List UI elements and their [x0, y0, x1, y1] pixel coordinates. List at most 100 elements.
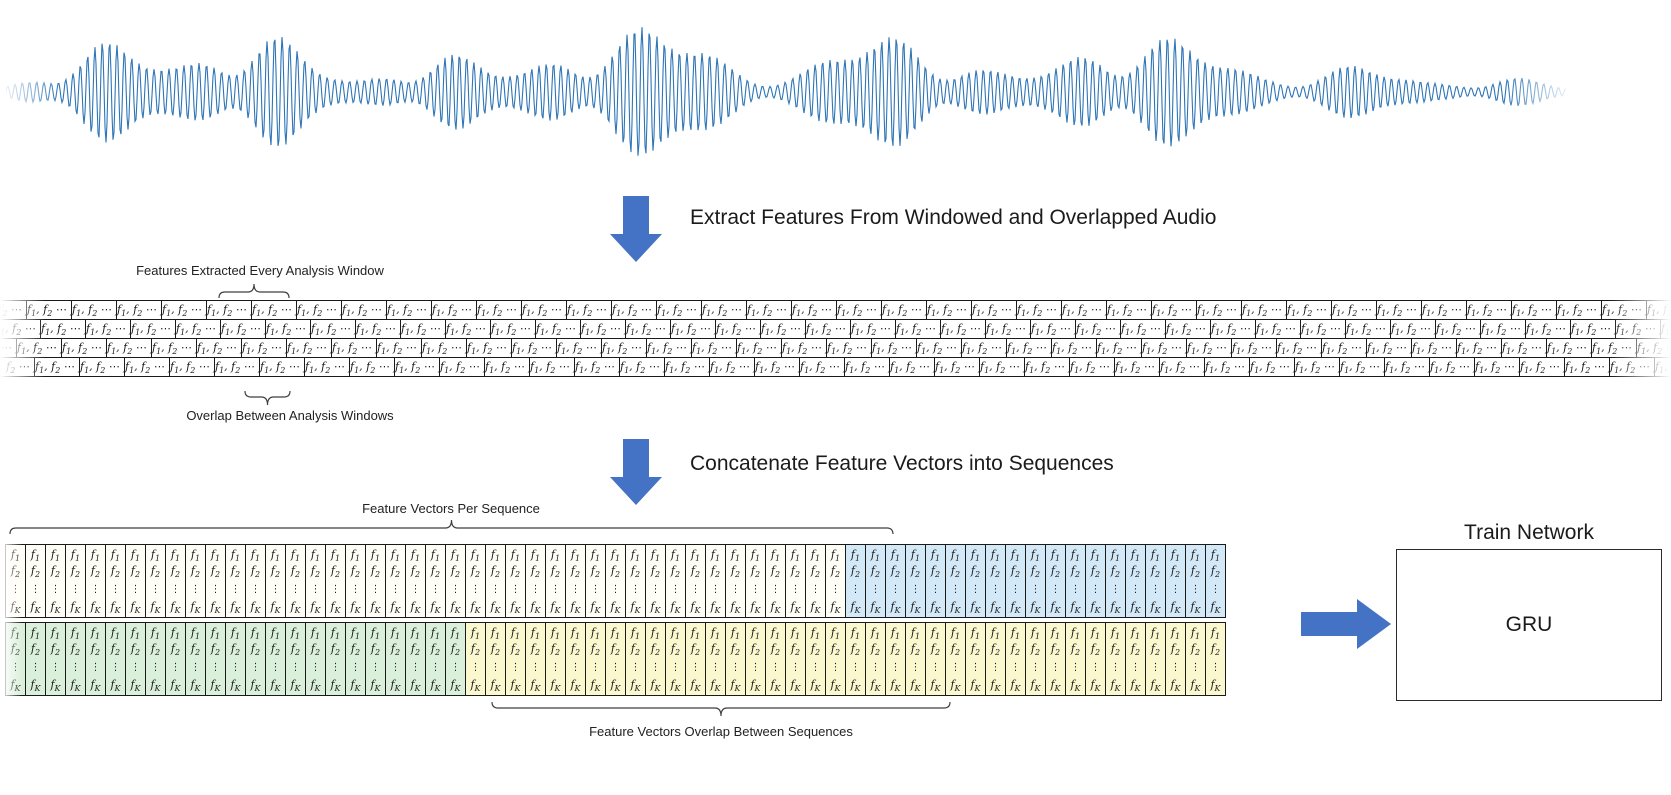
overlap-windows-label: Overlap Between Analysis Windows — [186, 408, 394, 423]
sequence-cell-line: fK — [30, 600, 41, 615]
feature-cell: f1, f2 ⋯ fK — [871, 338, 917, 358]
sequence-cell-line: ⋮ — [110, 661, 121, 673]
sequence-cell-line: f1 — [1030, 548, 1041, 563]
feature-cell: f1, f2 ⋯ fK — [1525, 319, 1571, 339]
sequence-cell-line: f1 — [50, 626, 61, 641]
sequence-cell-line: f1 — [170, 548, 181, 563]
sequence-cell-line: fK — [670, 678, 681, 693]
sequence-cell-line: ⋮ — [690, 661, 701, 673]
sequence-cell-line: fK — [1030, 678, 1041, 693]
sequence-cell-line: ⋮ — [850, 583, 861, 595]
sequence-cell-line: f2 — [870, 564, 881, 579]
sequence-cell-line: f1 — [290, 548, 301, 563]
sequence-cell-line: fK — [410, 600, 421, 615]
analysis-window-brace — [218, 283, 290, 299]
feature-cell: f1, f2 ⋯ fK — [574, 357, 620, 377]
sequence-cell-line: f1 — [1030, 626, 1041, 641]
sequence-cell-line: ⋮ — [310, 661, 321, 673]
sequence-cell-line: f1 — [150, 548, 161, 563]
sequence-cell-line: fK — [110, 600, 121, 615]
feature-cell: f1, f2 ⋯ fK — [529, 357, 575, 377]
sequence-cell-line: ⋮ — [1030, 583, 1041, 595]
feature-cell: f1, f2 ⋯ fK — [1636, 338, 1671, 358]
sequence-cell-line: ⋮ — [550, 583, 561, 595]
sequence-cell-line: fK — [550, 600, 561, 615]
sequence-cell-line: fK — [310, 600, 321, 615]
feature-cell: f1, f2 ⋯ fK — [476, 300, 522, 320]
feature-cell: f1, f2 ⋯ fK — [1601, 300, 1647, 320]
sequence-cell-line: ⋮ — [750, 661, 761, 673]
feature-cell: f1, f2 ⋯ fK — [1345, 319, 1391, 339]
feature-cell: f1, f2 ⋯ fK — [26, 300, 72, 320]
waveform-path — [6, 27, 1566, 156]
sequence-cell-line: f1 — [1070, 548, 1081, 563]
sequence-cell-line: f1 — [610, 548, 621, 563]
feature-cell: f1, f2 ⋯ fK — [754, 357, 800, 377]
feature-cell: f1, f2 ⋯ fK — [625, 319, 671, 339]
sequence-cell-line: ⋮ — [470, 583, 481, 595]
sequence-cell-line: f1 — [650, 548, 661, 563]
sequence-cell-line: fK — [830, 678, 841, 693]
feature-cell: f1, f2 ⋯ fK — [1196, 300, 1242, 320]
sequence-cell-line: fK — [570, 678, 581, 693]
feature-cell: f1, f2 ⋯ fK — [355, 319, 401, 339]
vectors-overlap-label: Feature Vectors Overlap Between Sequence… — [589, 724, 853, 739]
sequence-cell-line: f1 — [630, 626, 641, 641]
sequence-cell-line: ⋮ — [650, 661, 661, 673]
sequence-cell-line: f1 — [210, 548, 221, 563]
feature-cell: f1, f2 ⋯ fK — [16, 338, 62, 358]
sequence-cell-line: f1 — [770, 548, 781, 563]
sequence-cell-line: fK — [70, 600, 81, 615]
sequence-cell-line: f2 — [390, 642, 401, 657]
feature-cell: f1, f2 ⋯ fK — [130, 319, 176, 339]
sequence-cell-line: ⋮ — [890, 661, 901, 673]
feature-cell: f1, f2 ⋯ fK — [1331, 300, 1377, 320]
sequence-cell-line: ⋮ — [490, 661, 501, 673]
sequence-cell-line: fK — [590, 600, 601, 615]
sequence-cell-line: fK — [750, 678, 761, 693]
sequence-cell-line: fK — [230, 678, 241, 693]
sequence-cell-line: ⋮ — [1050, 583, 1061, 595]
sequence-cell-line: fK — [370, 678, 381, 693]
sequence-cell-line: f2 — [190, 564, 201, 579]
sequence-cell-line: f2 — [1010, 642, 1021, 657]
sequence-cell-line: fK — [450, 678, 461, 693]
sequence-cell-line: fK — [510, 678, 521, 693]
sequence-cell-line: fK — [10, 600, 21, 615]
sequence-cell-line: ⋮ — [1010, 661, 1021, 673]
sequence-cell-line: f2 — [950, 564, 961, 579]
feature-cell: f1, f2 ⋯ fK — [926, 300, 972, 320]
sequence-cell-line: f1 — [850, 626, 861, 641]
sequence-cell-line: ⋮ — [510, 583, 521, 595]
sequence-cell-line: fK — [750, 600, 761, 615]
sequence-cell-line: f1 — [730, 626, 741, 641]
feature-cell: f1, f2 ⋯ fK — [61, 338, 107, 358]
sequence-cell-line: ⋮ — [790, 661, 801, 673]
gru-box: GRU — [1396, 549, 1662, 701]
sequence-cell-line: f2 — [150, 642, 161, 657]
sequence-cell-line: f2 — [590, 642, 601, 657]
sequence-cell-line: fK — [830, 600, 841, 615]
sequence-cell-line: fK — [150, 600, 161, 615]
sequence-cell-line: fK — [350, 600, 361, 615]
sequence-cell-line: ⋮ — [550, 661, 561, 673]
